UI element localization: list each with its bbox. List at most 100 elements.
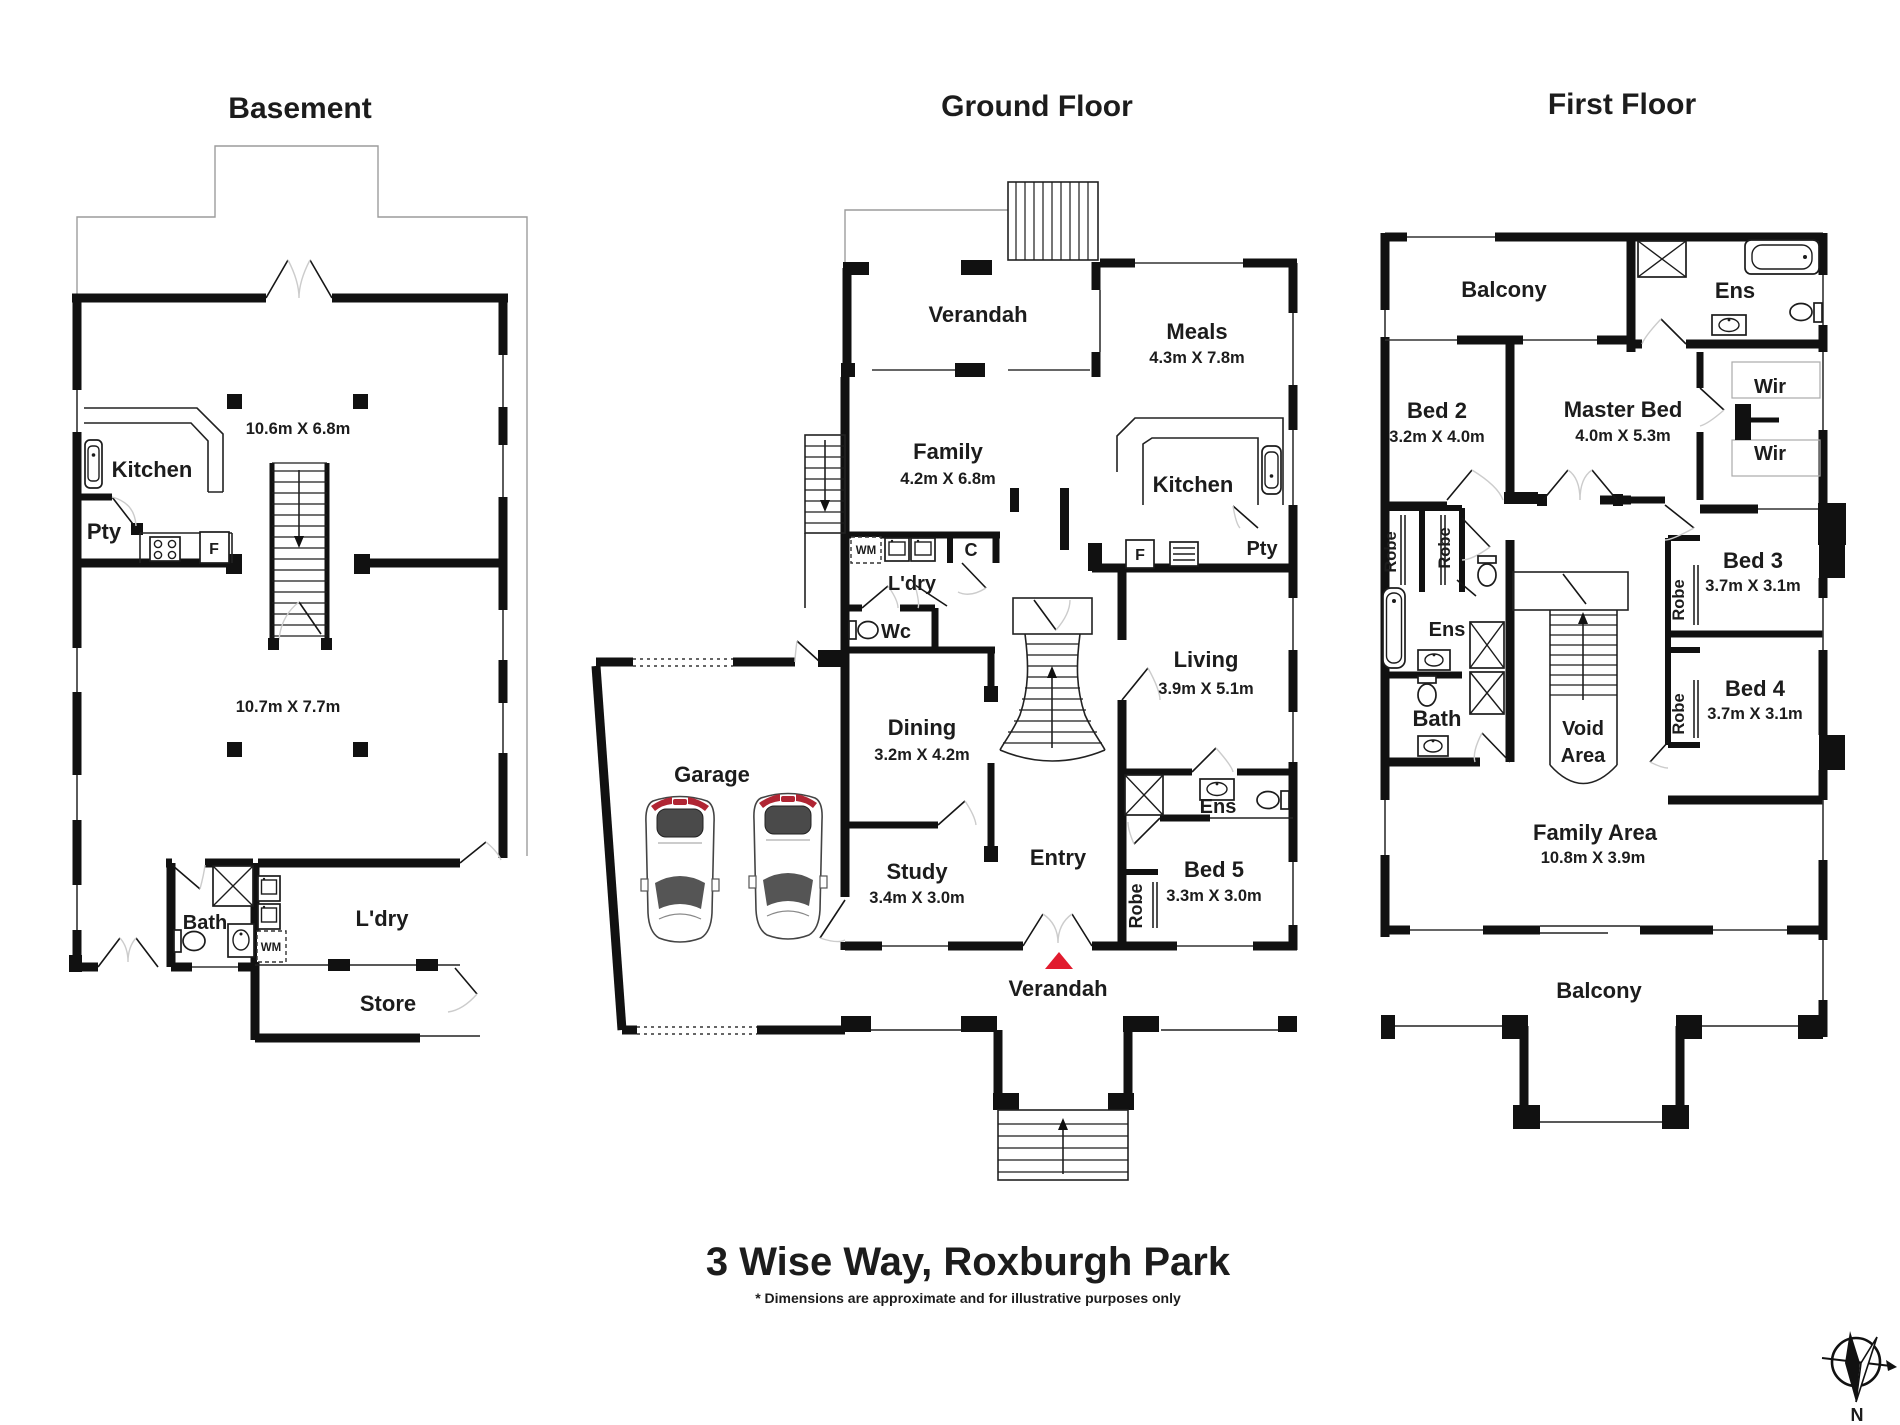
label-master: Master Bed: [1564, 397, 1683, 422]
first-staircase-void: [1512, 571, 1629, 785]
robe-sliding-doors: [1400, 515, 1699, 738]
label-robe2: Robe: [1436, 527, 1454, 568]
label-master-dims: 4.0m X 5.3m: [1575, 427, 1670, 445]
label-wir1: Wir: [1754, 376, 1786, 398]
label-family-area: Family Area: [1533, 820, 1658, 845]
basement-title: Basement: [228, 92, 371, 125]
label-bed5: Bed 5: [1184, 857, 1244, 882]
ground-kitchenette: [1125, 539, 1199, 569]
toilet-icon: [173, 929, 206, 953]
kitchen-sink-icon: [1261, 445, 1282, 495]
first-floor-plan: First Floor: [1380, 88, 1846, 1129]
stairs-up-arrow: [1047, 666, 1057, 678]
label-family-dims: 4.2m X 6.8m: [900, 470, 995, 488]
label-ens-master: Ens: [1715, 278, 1755, 303]
label-verandah-rear: Verandah: [928, 302, 1027, 327]
label-ground-laundry: L'dry: [888, 573, 937, 595]
label-balcony-front: Balcony: [1556, 978, 1642, 1003]
first-windows: [1384, 236, 1824, 1000]
compass-icon: [1821, 1331, 1897, 1403]
shower-icon: [1469, 621, 1505, 669]
label-garage: Garage: [674, 762, 750, 787]
ground-ens-fixtures: [1124, 774, 1290, 816]
ground-windows: [872, 262, 1294, 947]
label-balcony-rear: Balcony: [1461, 277, 1547, 302]
ens-master-fixtures: [1637, 239, 1823, 336]
sink-icon: [84, 439, 103, 489]
entry-staircase: [999, 597, 1106, 762]
ground-laundry: [850, 536, 936, 564]
laundry-tub-icons: [257, 875, 281, 930]
label-wc: Wc: [881, 621, 911, 643]
vanity-icon: [1417, 735, 1449, 757]
ground-ghost-outline: [844, 209, 1008, 266]
vanity-icon: [1417, 649, 1451, 671]
label-dining: Dining: [888, 715, 956, 740]
label-bed4: Bed 4: [1725, 676, 1786, 701]
label-basement-fridge: F: [209, 541, 219, 558]
columns: [227, 394, 368, 757]
label-meals-dims: 4.3m X 7.8m: [1149, 349, 1244, 367]
label-basement-wm: WM: [261, 942, 281, 954]
label-living-dims: 3.9m X 5.1m: [1158, 680, 1253, 698]
basement-kitchenette: [139, 531, 233, 564]
ground-floor-plan: Ground Floor: [591, 90, 1298, 1181]
label-bed3-dims: 3.7m X 3.1m: [1705, 577, 1800, 595]
car-icon: [748, 792, 828, 940]
compass: N: [1821, 1331, 1897, 1425]
label-study: Study: [886, 859, 948, 884]
label-meals: Meals: [1166, 319, 1227, 344]
label-dining-dims: 3.2m X 4.2m: [874, 746, 969, 764]
shower-icon: [1469, 671, 1505, 715]
label-ens2: Ens: [1429, 619, 1466, 641]
stove-icon: [149, 536, 181, 562]
label-wir2: Wir: [1754, 443, 1786, 465]
shower-icon: [1124, 774, 1164, 816]
label-ground-ens: Ens: [1200, 796, 1237, 818]
bathtub-icon: [1382, 587, 1406, 669]
label-family: Family: [913, 439, 983, 464]
label-robe3: Robe: [1670, 579, 1688, 620]
label-void2: Area: [1561, 745, 1606, 767]
label-basement-dims-upper: 10.6m X 6.8m: [246, 420, 351, 438]
label-bed5-robe: Robe: [1126, 884, 1146, 929]
ground-walls: [591, 258, 1298, 1110]
label-basement-pty: Pty: [87, 519, 122, 544]
vanity-icon: [227, 923, 255, 958]
entry-marker: [1045, 952, 1073, 969]
label-entry: Entry: [1030, 845, 1087, 870]
fridge-box: [1125, 539, 1155, 569]
toilet-icon: [1477, 555, 1497, 587]
wir-unit: [1731, 361, 1821, 477]
fridge-box: [199, 531, 230, 564]
vanity-icon: [1199, 778, 1235, 801]
label-basement-kitchen: Kitchen: [112, 457, 193, 482]
bed5-robe-doors: [1152, 882, 1158, 928]
compass-n-label: N: [1851, 1405, 1864, 1425]
label-bed2: Bed 2: [1407, 398, 1467, 423]
label-basement-store: Store: [360, 991, 416, 1016]
label-robe1: Robe: [1382, 531, 1400, 572]
stairs-down-arrow: [294, 536, 304, 548]
label-ground-fridge: F: [1135, 547, 1145, 564]
basement-plan: Basement: [69, 92, 528, 1043]
label-bed5-dims: 3.3m X 3.0m: [1166, 887, 1261, 905]
label-ground-pty: Pty: [1246, 538, 1278, 560]
basement-windows: [76, 355, 504, 968]
label-first-bath: Bath: [1413, 706, 1462, 731]
car-icon: [640, 795, 720, 943]
basement-stairs: [268, 462, 332, 650]
label-closet: C: [965, 540, 978, 560]
wc-toilet-icon: [848, 620, 879, 640]
ground-title: Ground Floor: [941, 90, 1133, 123]
label-living: Living: [1174, 647, 1239, 672]
label-verandah-front: Verandah: [1008, 976, 1107, 1001]
stove-icon: [1169, 541, 1199, 567]
label-basement-bath: Bath: [183, 912, 227, 934]
label-ground-kitchen: Kitchen: [1153, 472, 1234, 497]
washing-machine-icon: [850, 536, 882, 564]
label-study-dims: 3.4m X 3.0m: [869, 889, 964, 907]
title-block: 3 Wise Way, Roxburgh Park * Dimensions a…: [706, 1240, 1231, 1306]
